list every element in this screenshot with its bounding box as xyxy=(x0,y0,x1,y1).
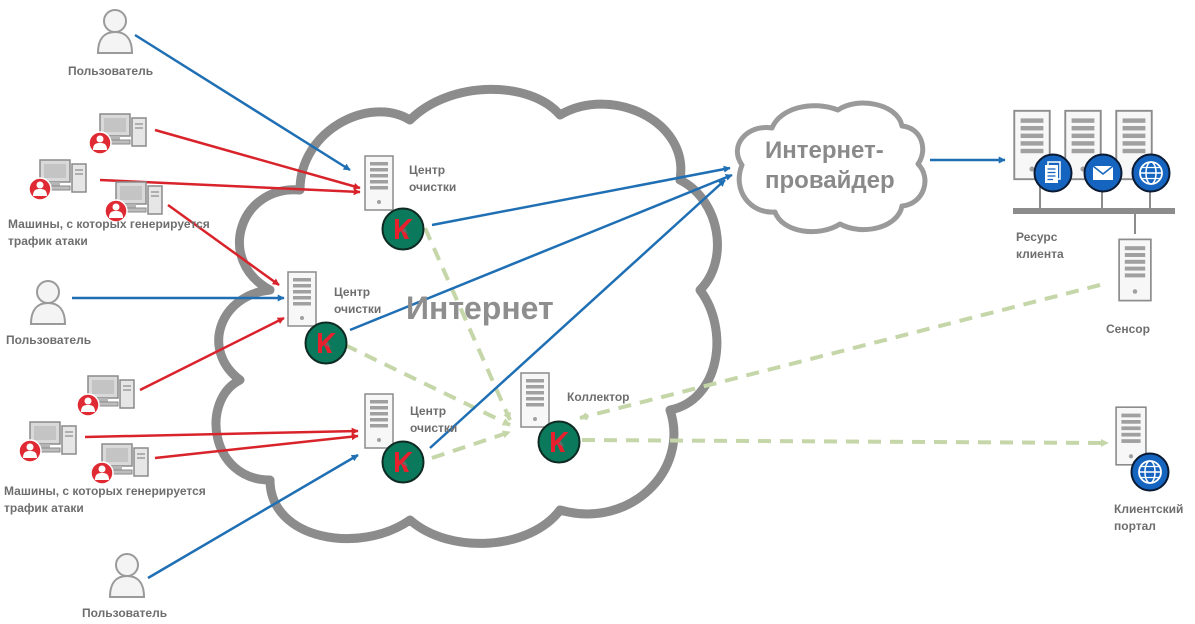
client-portal-label: Клиентский портал xyxy=(1114,501,1183,535)
internet-cloud xyxy=(211,84,722,548)
kaspersky-logo-icon xyxy=(381,440,425,484)
attack-link-6 xyxy=(154,433,359,460)
attacker-computer-icon xyxy=(90,443,149,485)
user-label-top: Пользователь xyxy=(68,64,154,78)
kaspersky-logo-icon xyxy=(304,321,348,365)
scrubbing-center-3-label: Центр очистки xyxy=(410,403,457,437)
isp-label: Интернет- провайдер xyxy=(765,136,895,196)
scrubbing-center-1-label: Центр очистки xyxy=(409,162,456,196)
control-link-center2-collector xyxy=(344,343,511,427)
kaspersky-logo-icon xyxy=(537,420,581,464)
user-icon xyxy=(97,9,133,54)
control-link-center3-collector xyxy=(431,430,511,460)
scrubbing-center-2-label-line2: очистки xyxy=(334,302,382,316)
attack-machines-label-1-line1: Машины, с которых генерируется xyxy=(8,217,210,231)
kaspersky-logo-icon xyxy=(381,207,425,251)
clean-link-center2-isp xyxy=(349,173,733,332)
clean-link-center3-isp xyxy=(429,179,726,449)
sensor-label: Сенсор xyxy=(1106,322,1150,336)
client-resource-label-line2: клиента xyxy=(1016,247,1064,261)
attacker-computer-icon xyxy=(28,159,87,201)
isp-label-line2: провайдер xyxy=(765,167,895,194)
attack-machines-label-1-line2: трафик атаки xyxy=(8,234,88,248)
attack-link-4 xyxy=(139,316,285,392)
control-traffic-lines xyxy=(344,227,1109,460)
globe-icon xyxy=(1131,153,1171,193)
collector-label: Коллектор xyxy=(567,390,630,404)
internet-label: Интернет xyxy=(406,290,554,326)
scrubbing-center-3-label-line2: очистки xyxy=(410,421,458,435)
control-link-center1-collector xyxy=(423,227,512,421)
user-link-bottom xyxy=(147,453,359,580)
server-icon xyxy=(364,155,394,211)
attack-link-3 xyxy=(167,203,280,287)
user-label-bottom: Пользователь xyxy=(82,606,168,620)
client-resource-label-line1: Ресурс xyxy=(1016,230,1058,244)
scrubbing-center-1-label-line1: Центр xyxy=(409,163,446,177)
server-icon xyxy=(520,372,550,428)
attack-machines-label-2-line1: Машины, с которых генерируется xyxy=(4,484,206,498)
control-link-sensor-collector xyxy=(579,283,1101,421)
clean-link-center1-isp xyxy=(431,165,731,227)
isp-cloud xyxy=(734,100,928,235)
attacker-computer-icon xyxy=(18,421,77,463)
server-icon xyxy=(364,393,394,449)
attacker-computer-icon xyxy=(88,113,147,155)
scrubbing-center-2-label-line1: Центр xyxy=(334,285,371,299)
isp-label-line1: Интернет- xyxy=(765,137,884,164)
scrubbing-center-2-label: Центр очистки xyxy=(334,284,381,318)
attack-link-1 xyxy=(154,128,361,190)
scrubbing-center-1-label-line2: очистки xyxy=(409,180,457,194)
attack-machines-label-2-line2: трафик атаки xyxy=(4,501,84,515)
user-traffic-lines xyxy=(72,33,1006,580)
attack-machines-label-1: Машины, с которых генерируется трафик ат… xyxy=(8,216,210,250)
user-icon xyxy=(109,553,145,598)
globe-icon xyxy=(1130,452,1170,492)
client-resource-label: Ресурс клиента xyxy=(1016,229,1064,263)
attack-link-5 xyxy=(84,427,359,439)
server-icon xyxy=(287,271,317,327)
client-portal-label-line1: Клиентский xyxy=(1114,502,1184,516)
attacker-computer-icon xyxy=(76,375,135,417)
user-link-top xyxy=(134,33,351,172)
client-resource-rack xyxy=(1013,186,1175,234)
scrubbing-center-3-label-line1: Центр xyxy=(410,404,447,418)
server-icon xyxy=(1118,238,1152,302)
mail-icon xyxy=(1083,153,1123,193)
user-label-mid: Пользователь xyxy=(6,333,92,347)
attack-machines-label-2: Машины, с которых генерируется трафик ат… xyxy=(4,483,206,517)
client-portal-label-line2: портал xyxy=(1114,519,1156,533)
document-icon xyxy=(1033,153,1073,193)
user-icon xyxy=(30,280,66,325)
